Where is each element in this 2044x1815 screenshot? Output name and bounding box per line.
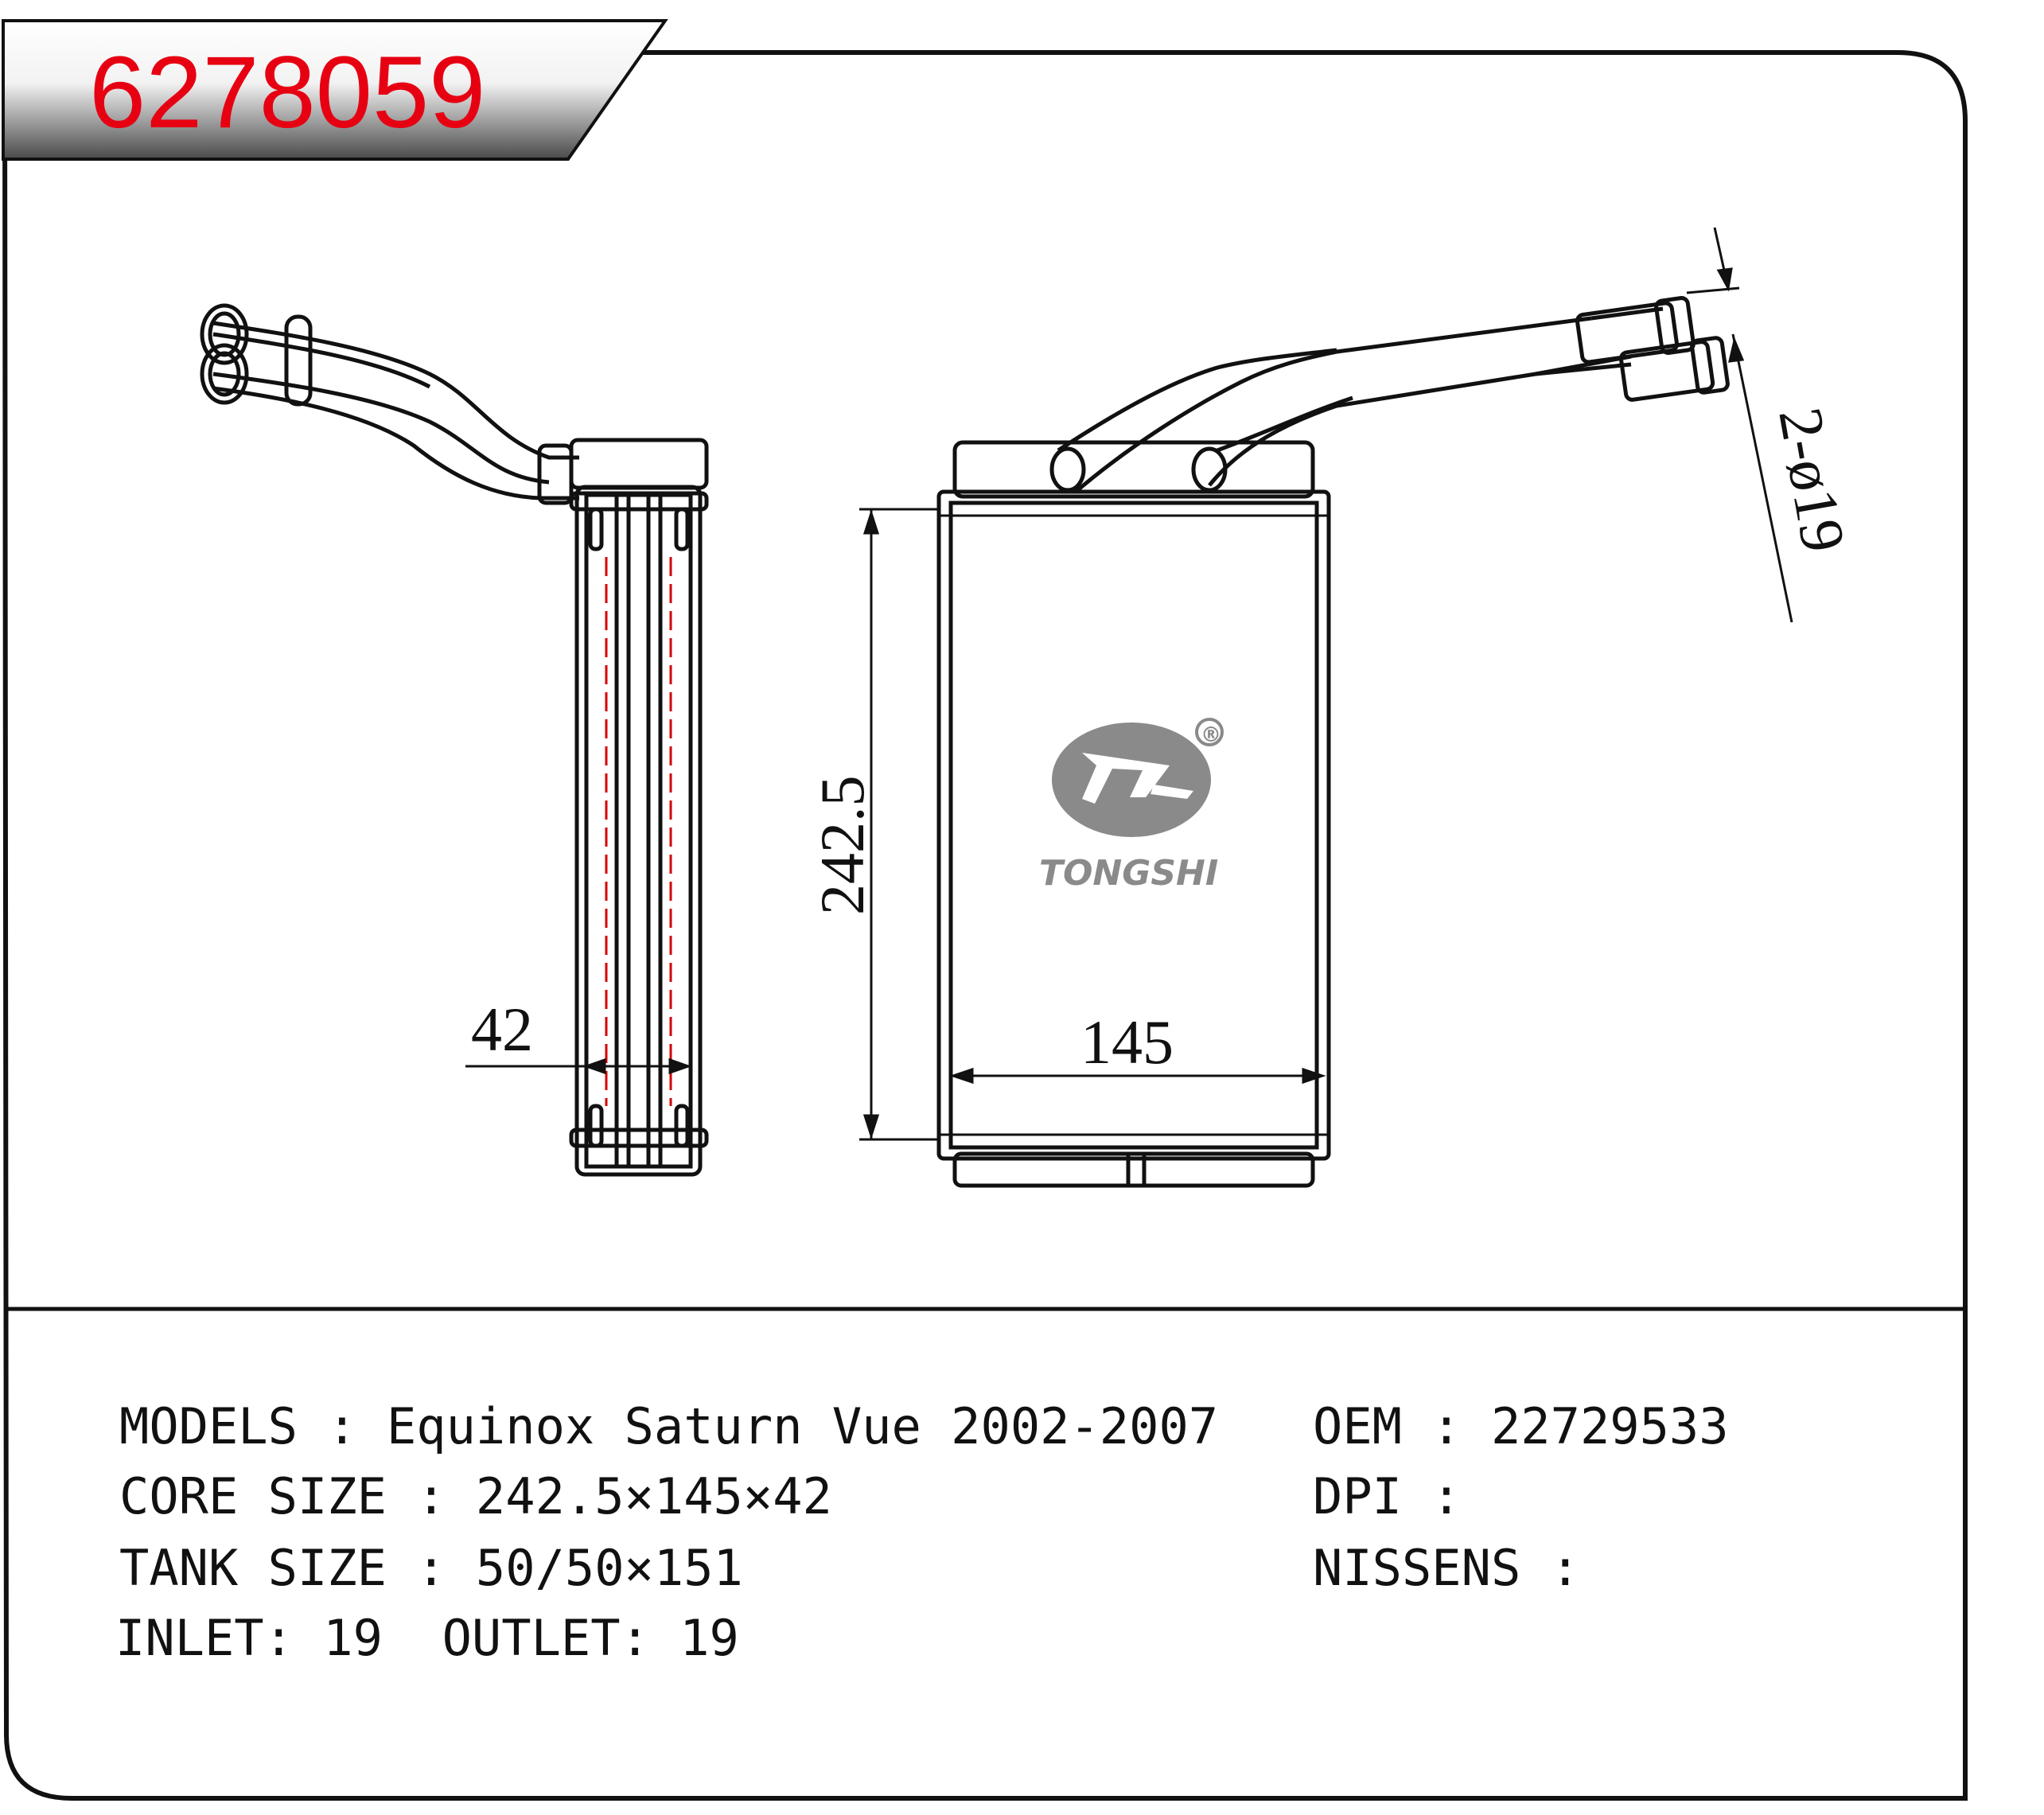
width-dimension (949, 1067, 1326, 1085)
title-banner: 6278059 (2, 19, 668, 161)
spec-nissens: NISSENS : (1313, 1539, 1580, 1597)
front-view (936, 296, 1730, 1188)
spec-oem: OEM : 22729533 (1313, 1397, 1729, 1455)
tongshi-logo: ® TONGSHI (1039, 718, 1224, 894)
logo-name: TONGSHI (1039, 853, 1218, 894)
registered-mark: ® (1201, 723, 1221, 747)
height-dimension-label: 242.5 (808, 776, 877, 916)
spec-core-size: CORE SIZE : 242.5×145×42 (119, 1467, 832, 1525)
part-number-title: 6278059 (89, 36, 485, 150)
pipe-diameter-dimension (1686, 227, 1793, 623)
depth-dimension (465, 1057, 692, 1075)
pipe-diameter-label: 2-ø19 (1766, 403, 1859, 557)
spec-dpi: DPI : (1313, 1467, 1462, 1525)
spec-tank-size: TANK SIZE : 50/50×151 (119, 1539, 743, 1597)
width-dimension-label: 145 (1080, 1007, 1174, 1077)
spec-models: MODELS : Equinox Saturn Vue 2002-2007 (119, 1397, 1219, 1455)
height-dimension (859, 508, 939, 1141)
side-view (200, 303, 709, 1177)
spec-inlet-outlet: INLET: 19 OUTLET: 19 (115, 1609, 739, 1667)
outer-frame (2, 50, 1968, 1801)
depth-dimension-label: 42 (471, 995, 533, 1064)
